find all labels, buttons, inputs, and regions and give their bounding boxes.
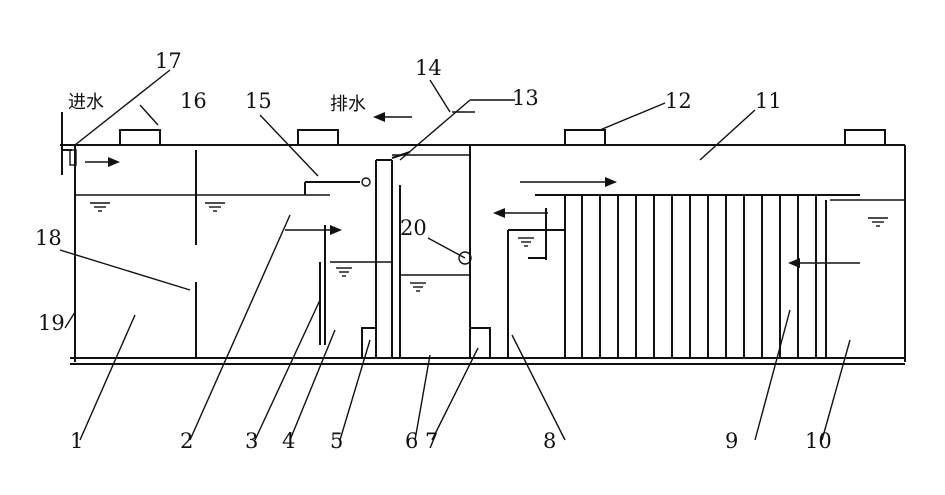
leader-lines [59, 69, 851, 441]
label-4: 4 [282, 429, 295, 453]
inlet-label: 进水 [68, 92, 104, 113]
flow-arrows [85, 112, 860, 268]
tank-body [60, 144, 906, 365]
label-13: 13 [512, 86, 539, 110]
labels: 进水 排水 1 2 3 4 5 6 7 8 9 10 11 12 13 14 1… [35, 49, 832, 453]
label-20: 20 [400, 216, 427, 240]
label-11: 11 [755, 89, 782, 113]
label-17: 17 [155, 49, 182, 73]
membrane-module [507, 194, 860, 358]
water-levels [75, 194, 905, 292]
access-covers [119, 129, 886, 146]
label-16: 16 [180, 89, 207, 113]
label-12: 12 [665, 89, 692, 113]
label-6: 6 [405, 429, 418, 453]
partitions [319, 145, 491, 359]
label-8: 8 [543, 429, 556, 453]
label-3: 3 [245, 429, 258, 453]
outlet-label: 排水 [330, 94, 366, 115]
label-10: 10 [805, 429, 832, 453]
inlet-pipe [61, 112, 77, 175]
label-18: 18 [35, 226, 62, 250]
outlet-pipes [304, 151, 472, 265]
label-7: 7 [425, 429, 438, 453]
label-9: 9 [725, 429, 738, 453]
label-1: 1 [70, 429, 83, 453]
level-symbol [90, 202, 888, 292]
label-19: 19 [38, 311, 65, 335]
label-5: 5 [330, 429, 343, 453]
label-15: 15 [245, 89, 272, 113]
label-2: 2 [180, 429, 193, 453]
label-14: 14 [415, 56, 442, 80]
